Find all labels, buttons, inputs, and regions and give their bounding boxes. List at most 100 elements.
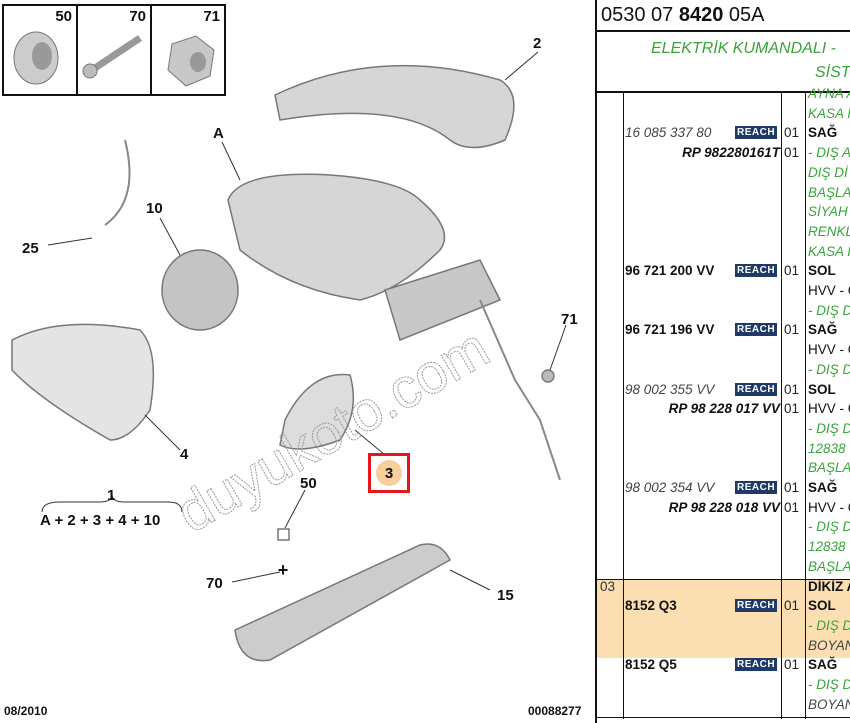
part-main: 8420 [678,4,724,26]
callout-70[interactable]: 70 [206,575,223,592]
inset-washer[interactable]: 50 [2,4,78,96]
inset-nut[interactable]: 71 [150,4,226,96]
table-line[interactable]: 03 DİKİZ A [597,579,850,598]
table-line[interactable]: KASA I [597,244,850,263]
table-line[interactable]: 12838 [597,441,850,460]
inset-label: 71 [203,8,220,25]
table-line[interactable]: - DIŞ D [597,362,850,381]
table-line[interactable]: - DIŞ D [597,618,850,637]
table-line[interactable]: 98 002 355 VV REACH 01 SOL [597,382,850,401]
callout-1[interactable]: 1 [107,487,116,504]
description: BAŞLA [808,460,850,476]
mirror-actuator [161,249,239,331]
description: RENKL [808,223,850,239]
description: HVV - C [808,499,850,515]
svg-text:+: + [278,560,289,580]
callout-4[interactable]: 4 [180,446,189,463]
callout-3: 3 [376,460,402,486]
reach-badge: REACH [735,658,778,672]
part-number[interactable]: 16 085 337 80 [625,125,712,141]
inset-screw[interactable]: 70 [76,4,152,96]
table-line[interactable]: 12838 [597,539,850,558]
table-line[interactable]: - DIŞ D [597,519,850,538]
table-line[interactable]: KASA I [597,106,850,125]
table-line[interactable]: RENKL [597,224,850,243]
quantity: 01 [784,263,800,279]
window-switch-panel [234,543,451,662]
quantity: 01 [784,480,800,495]
replacement-part[interactable]: RP 982280161T [682,145,780,161]
table-line[interactable]: BAŞLA [597,460,850,479]
description: - DIŞ D [808,302,850,318]
description: 12838 [808,539,846,555]
table-line[interactable]: 96 721 200 VV REACH 01 SOL [597,263,850,282]
table-line[interactable]: DIŞ Dİ [597,165,850,184]
quantity: 01 [784,401,800,417]
table-line[interactable]: BAŞLA [597,185,850,204]
table-line[interactable]: 8152 Q3 REACH 01 SOL [597,598,850,617]
callout-50[interactable]: 50 [300,475,317,492]
table-line[interactable]: 98 002 354 VV REACH 01 SAĞ [597,480,850,499]
table-line[interactable]: BOYAN [597,638,850,657]
callout-25[interactable]: 25 [22,240,39,257]
table-line[interactable]: BOYAN [597,697,850,716]
table-line[interactable]: - DIŞ D [597,677,850,696]
part-number[interactable]: 8152 Q3 [625,598,677,614]
description: SAĞ [808,322,838,338]
quantity: 01 [784,322,800,338]
quantity: 01 [784,657,800,673]
section-title-line1: ELEKTRİK KUMANDALI - [651,40,836,57]
callout-3-highlighted[interactable]: 3 [368,453,410,493]
callout-15[interactable]: 15 [497,587,514,604]
replacement-part[interactable]: RP 98 228 018 VV [668,499,780,515]
description: SAĞ [808,480,838,495]
description: KASA I [808,105,850,121]
description: - DIŞ D [808,361,850,377]
table-line[interactable]: HVV - C [597,342,850,361]
part-number[interactable]: 8152 Q5 [625,657,677,673]
description: - DIŞ D [808,617,850,633]
reach-badge: REACH [735,481,778,494]
table-line[interactable]: SİYAH [597,204,850,223]
quantity: 01 [784,598,800,614]
reach-badge: REACH [735,599,778,613]
table-line[interactable]: AYNA A [597,86,850,105]
callout-a[interactable]: A [213,125,224,142]
reach-badge: REACH [735,382,778,396]
table-line[interactable]: BAŞLA [597,559,850,578]
reference-number: 03 [600,578,616,594]
quantity: 01 [784,381,800,397]
callout-2[interactable]: 2 [533,35,542,52]
callout-71[interactable]: 71 [561,311,578,328]
highlighted-row [597,580,850,658]
mirror-cover [274,64,515,149]
table-line[interactable]: - DIŞ D [597,421,850,440]
table-line[interactable]: - DIŞ D [597,303,850,322]
description: SOL [808,598,836,614]
table-line[interactable]: 8152 Q5 REACH 01 SAĞ [597,657,850,676]
inset-label: 70 [129,8,146,25]
table-line[interactable]: HVV - C [597,283,850,302]
diagram-date: 08/2010 [4,704,48,718]
part-prefix: 0530 07 [601,4,679,26]
replacement-part[interactable]: RP 98 228 017 VV [668,401,780,417]
part-number[interactable]: 96 721 196 VV [625,322,715,338]
table-line[interactable]: 96 721 196 VV REACH 01 SAĞ [597,322,850,341]
description: SOL [808,263,836,279]
part-number[interactable]: 98 002 355 VV [625,381,715,397]
description: SİYAH [808,204,848,220]
part-number[interactable]: 96 721 200 VV [625,263,715,279]
reach-badge: REACH [735,323,778,337]
part-number[interactable]: 98 002 354 VV [625,480,715,495]
description: DİKİZ A [808,578,850,594]
description: - DIŞ D [808,519,850,535]
callout-10[interactable]: 10 [146,200,163,217]
description: SOL [808,381,836,397]
description: SAĞ [808,657,838,673]
parts-table: 0530 07 8420 05A ELEKTRİK KUMANDALI - Sİ… [595,0,850,723]
reach-badge: REACH [735,264,778,278]
